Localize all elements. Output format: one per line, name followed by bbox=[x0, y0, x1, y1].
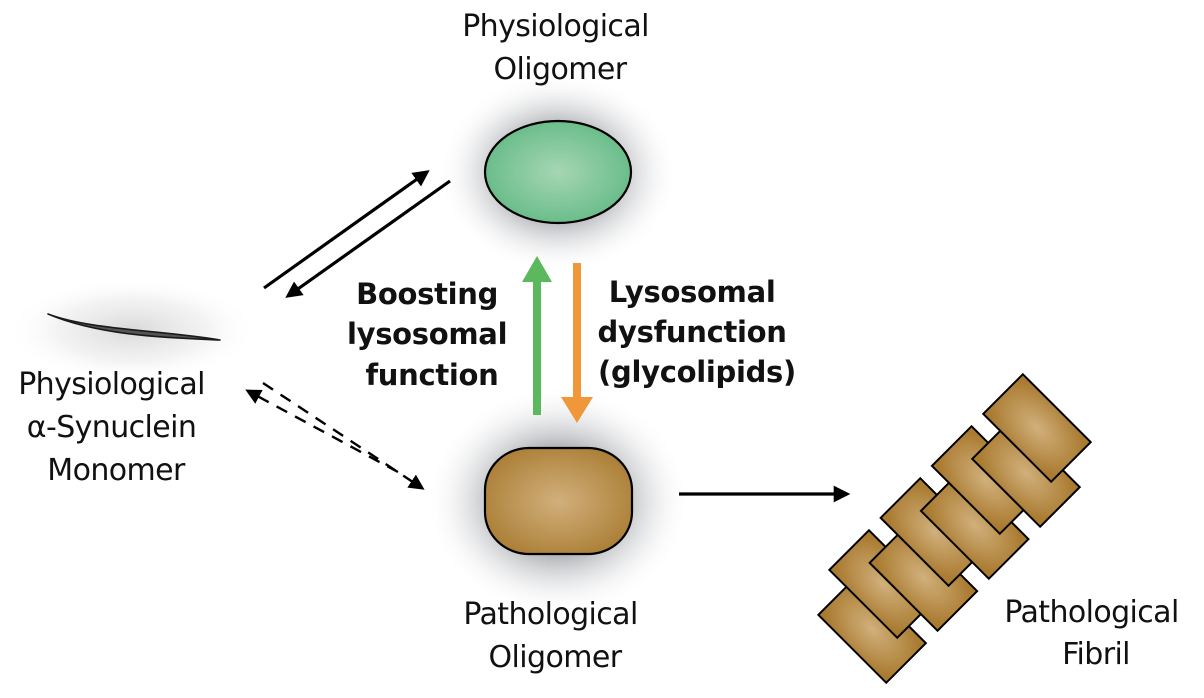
physiological-oligomer-label: Physiological Oligomer bbox=[462, 9, 658, 87]
fibril-label-line1: Pathological bbox=[1004, 595, 1178, 630]
physiological-oligomer-shape bbox=[483, 119, 633, 225]
dysfunction-annotation-line2: dysfunction bbox=[598, 315, 787, 349]
monomer-label-line1: Physiological bbox=[18, 367, 205, 402]
boost-arrow-head bbox=[522, 256, 552, 282]
physiological-oligomer-label-line2: Oligomer bbox=[494, 52, 628, 87]
pathological-oligomer-node: Pathological Oligomer bbox=[426, 386, 690, 675]
fibril-subunit bbox=[981, 372, 1093, 484]
dysfunction-arrow bbox=[561, 263, 593, 423]
monomer-shape bbox=[47, 313, 221, 341]
boost-annotation-line2: lysosomal bbox=[347, 317, 507, 351]
monomer-label: Physiological α-Synuclein Monomer bbox=[18, 367, 214, 488]
boost-arrow bbox=[522, 256, 552, 415]
arrow-monomer-to-physiological-oligomer bbox=[263, 170, 430, 290]
arrow-physiological-oligomer-to-monomer bbox=[285, 179, 451, 298]
pathological-oligomer-label-line1: Pathological bbox=[463, 597, 637, 632]
monomer-label-line2: α-Synuclein bbox=[27, 410, 196, 445]
physiological-oligomer-node: Physiological Oligomer bbox=[438, 9, 678, 273]
boost-annotation-line1: Boosting bbox=[356, 277, 498, 311]
pathological-oligomer-label: Pathological Oligomer bbox=[463, 597, 646, 675]
pathological-oligomer-shape bbox=[483, 446, 634, 556]
dysfunction-annotation-line1: Lysosomal bbox=[609, 275, 776, 309]
dashed-arrow-pathological-oligomer-to-monomer bbox=[245, 389, 399, 474]
pathological-fibril bbox=[816, 372, 1093, 685]
monomer-label-line3: Monomer bbox=[47, 453, 186, 488]
fibril-label-line2: Fibril bbox=[1062, 637, 1130, 672]
dysfunction-arrow-head bbox=[561, 397, 593, 423]
dysfunction-annotation-line3: (glycolipids) bbox=[598, 355, 796, 389]
boost-annotation-line3: function bbox=[365, 358, 498, 392]
monomer-node: Physiological α-Synuclein Monomer bbox=[7, 278, 257, 488]
dysfunction-annotation: Lysosomal dysfunction (glycolipids) bbox=[598, 275, 797, 389]
fibril-label: Pathological Fibril bbox=[1004, 595, 1187, 672]
pathological-oligomer-label-line2: Oligomer bbox=[489, 640, 623, 675]
physiological-oligomer-label-line1: Physiological bbox=[462, 9, 649, 44]
boost-annotation: Boosting lysosomal function bbox=[347, 277, 517, 392]
dashed-arrow-monomer-to-pathological-oligomer bbox=[262, 381, 425, 490]
